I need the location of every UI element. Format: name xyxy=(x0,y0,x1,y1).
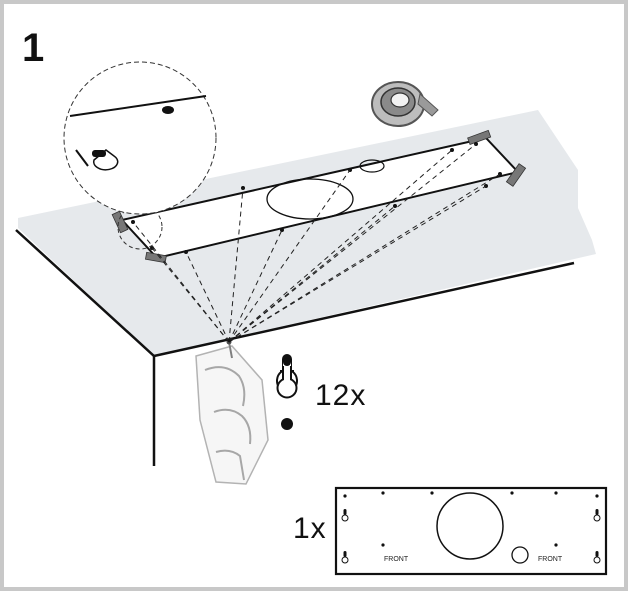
tape-strip xyxy=(144,251,167,264)
tape-strip xyxy=(111,210,129,234)
template-small-hole xyxy=(359,159,385,173)
hand-drill-icon xyxy=(195,339,269,485)
step-number: 1 xyxy=(22,26,45,70)
detail-focus-circle xyxy=(117,204,163,250)
detail-screw-hole xyxy=(162,106,174,114)
detail-template-edge xyxy=(69,95,207,117)
detail-keyhole-slot xyxy=(92,150,106,157)
template-front-label-left: FRONT xyxy=(384,556,409,563)
template-quantity-label: 1x xyxy=(293,512,327,545)
screw-quantity-label: 12x xyxy=(315,379,367,412)
template-front-label-right: FRONT xyxy=(538,556,563,563)
tape-strip xyxy=(467,129,492,146)
tape-strip xyxy=(505,163,527,187)
template-center-hole xyxy=(266,178,354,220)
tape-roll-icon xyxy=(371,81,439,127)
detail-magnifier xyxy=(63,61,217,215)
detail-keyhole xyxy=(92,149,119,171)
detail-corner-edge xyxy=(75,149,89,167)
drill-guide-lines xyxy=(132,143,501,343)
template-diagram xyxy=(334,486,608,576)
keyhole-screw-icon xyxy=(276,354,298,430)
